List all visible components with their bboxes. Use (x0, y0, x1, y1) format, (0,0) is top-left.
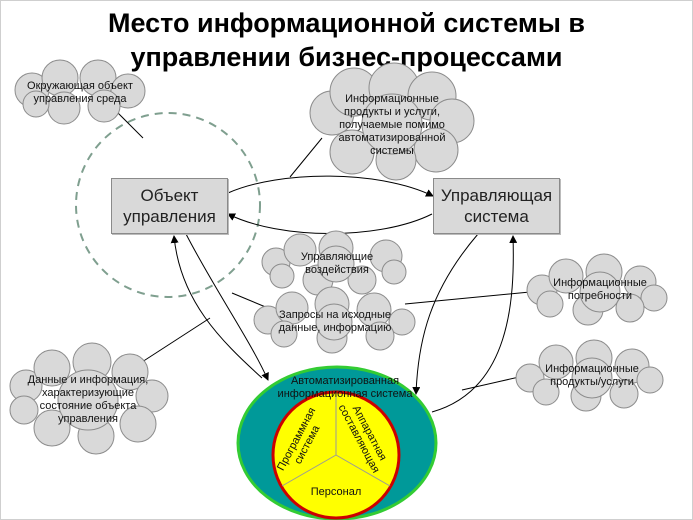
environment-connector (117, 112, 144, 139)
requests-line-1: Запросы на исходные (278, 309, 392, 321)
cloud-info-needs (526, 253, 668, 326)
environment-label-line-1: Окружающая объект (27, 80, 133, 92)
info-products-extra-line-3: получаемые помимо (339, 118, 445, 131)
object-data-line-3: состояние объекта (39, 400, 137, 412)
automated-system-title-line-2: информационная система (277, 388, 413, 400)
info-products-extra-line-1: Информационные (345, 92, 439, 105)
control-box-line-1: Управляющая (440, 186, 553, 205)
info-needs-connector (404, 291, 531, 305)
object-box: Объект управления (111, 178, 228, 234)
system-to-object-arrow (170, 235, 263, 379)
object-data-connector (141, 317, 211, 363)
cloud-info-products (515, 339, 664, 412)
title-line-1: Место информационной системы в (107, 8, 585, 38)
control-system-box: Управляющая система (433, 178, 560, 234)
info-products-extra-label: Информационные продукты и услуги, получа… (322, 90, 462, 160)
info-products-extra-line-4: автоматизированной (338, 131, 446, 144)
cloud-object-data (9, 342, 169, 455)
title-line-2: управлении бизнес-процессами (130, 42, 563, 72)
page-title: Место информационной системы в управлени… (0, 6, 693, 74)
cloud-requests (253, 286, 416, 354)
info-needs-line-2: потребности (567, 290, 633, 302)
core-divider-left (281, 454, 337, 487)
control-actions-line-2: воздействия (305, 264, 369, 276)
object-data-line-4: управления (57, 413, 118, 425)
object-to-system-arrow (185, 233, 269, 381)
object-data-label: Данные и информация, характеризующие сос… (10, 372, 166, 428)
automated-system-title: Автоматизированная информационная систем… (270, 375, 420, 401)
object-data-line-2: характеризующие (42, 387, 134, 399)
control-actions-line-1: Управляющие (300, 251, 374, 263)
requests-connector (231, 292, 269, 309)
control-box-line-2: система (464, 207, 529, 226)
system-to-control-arrow (431, 235, 518, 413)
info-needs-label: Информационные потребности (535, 276, 665, 304)
info-products-extra-connector (289, 137, 323, 178)
requests-label: Запросы на исходные данные, информацию (262, 308, 408, 336)
cloud-info-products-extra (309, 62, 475, 181)
info-products-line-2: продукты/услуги (550, 376, 634, 388)
environment-label-line-2: управления среда (33, 93, 127, 105)
cloud-environment (14, 59, 146, 125)
info-needs-line-1: Информационные (553, 277, 647, 289)
requests-line-2: данные, информацию (278, 322, 392, 334)
environment-dashed-circle (75, 112, 261, 298)
core-divider-right (335, 454, 391, 487)
automated-system-title-line-1: Автоматизированная (290, 375, 400, 387)
info-products-extra-line-5: системы (370, 144, 414, 157)
object-data-line-1: Данные и информация, (27, 374, 149, 386)
object-box-line-2: управления (123, 207, 216, 226)
control-to-system-arrow (412, 233, 479, 395)
info-products-line-1: Информационные (545, 363, 639, 375)
object-to-control-arrow (227, 175, 434, 197)
environment-label: Окружающая объект управления среда (20, 78, 140, 108)
info-products-extra-line-2: продукты и услуги, (343, 105, 440, 118)
info-products-label: Информационные продукты/услуги (527, 362, 657, 390)
staff-label: Персонал (310, 486, 362, 498)
cloud-control-actions (261, 230, 407, 296)
object-box-line-1: Объект (140, 186, 199, 205)
control-actions-label: Управляющие воздействия (272, 250, 402, 278)
